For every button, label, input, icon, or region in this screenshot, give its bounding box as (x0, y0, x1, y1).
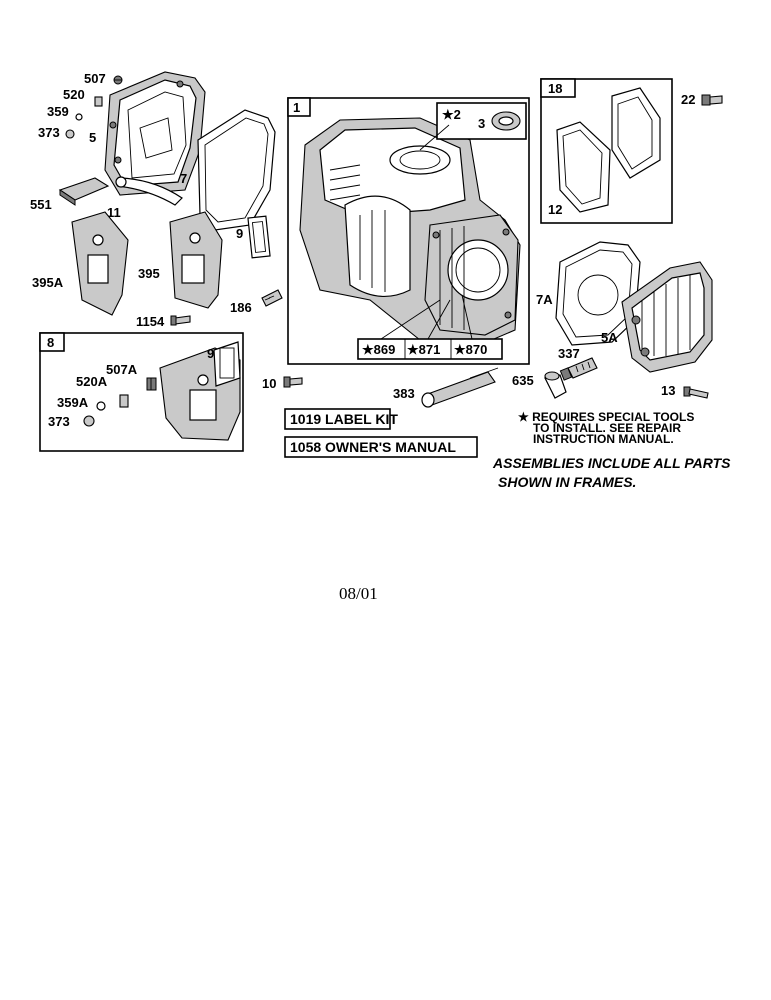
blower-housing-395a-drawing (71, 211, 129, 316)
callout-22: 22 (681, 92, 695, 107)
leader-870 (461, 294, 473, 340)
screw-1154-drawing (170, 315, 191, 326)
callout-5a: 5A (601, 330, 618, 345)
callout-520a: 520A (76, 374, 108, 389)
frame-1-cylinder-assembly (287, 97, 530, 365)
callout-870: ★870 (454, 342, 487, 357)
revision-date: 08/01 (339, 584, 378, 603)
callout-395a: 395A (32, 275, 64, 290)
screw-507-drawing (113, 75, 123, 85)
oil-seal-3-drawing (491, 111, 521, 131)
callout-373: 373 (38, 125, 60, 140)
callout-359: 359 (47, 104, 69, 119)
callout-13: 13 (661, 383, 675, 398)
fitting-186-drawing (261, 289, 283, 307)
callout-373-frame8: 373 (48, 414, 70, 429)
callout-186: 186 (230, 300, 252, 315)
assemblies-note-line1: ASSEMBLIES INCLUDE ALL PARTS (492, 455, 731, 471)
callout-11: 11 (107, 205, 121, 220)
crankcase-cover-drawing (104, 71, 206, 196)
frame-1-number: 1 (293, 100, 300, 115)
leader-2 (419, 124, 450, 151)
callout-337: 337 (558, 346, 580, 361)
assemblies-note-line2: SHOWN IN FRAMES. (498, 474, 636, 490)
callout-3: 3 (478, 116, 485, 131)
callout-507a: 507A (106, 362, 138, 377)
owners-manual: 1058 OWNER'S MANUAL (290, 439, 456, 455)
label-kit: 1019 LABEL KIT (290, 411, 398, 427)
washer-359-drawing (75, 113, 83, 121)
frame-18-gasket-set (540, 78, 673, 224)
callout-7a: 7A (536, 292, 553, 307)
nut-373-frame8-drawing (83, 415, 95, 427)
breather-cover-551-drawing (58, 177, 110, 206)
clip-520-drawing (94, 96, 103, 107)
frame-8-breather-assembly (39, 332, 244, 452)
breather-tube-11-drawing (115, 176, 183, 206)
gasket-9-drawing (247, 215, 271, 259)
callout-551: 551 (30, 197, 52, 212)
frame-18-tag (540, 78, 576, 98)
breather-assembly-drawing (159, 341, 241, 441)
callout-1154: 1154 (136, 314, 165, 329)
callout-9-frame8: 9 (207, 346, 214, 361)
frame-1-tag (287, 97, 311, 117)
callout-9-top: 9 (236, 226, 243, 241)
callout-12: 12 (548, 202, 562, 217)
callout-7: 7 (180, 171, 187, 186)
leader-869 (380, 299, 441, 340)
blower-housing-395-drawing (169, 211, 223, 309)
callout-869: ★869 (362, 342, 395, 357)
nut-373-drawing (65, 129, 75, 139)
callout-383: 383 (393, 386, 415, 401)
callout-520: 520 (63, 87, 85, 102)
callout-5: 5 (89, 130, 96, 145)
washer-359a-drawing (96, 401, 106, 411)
callout-359a: 359A (57, 395, 89, 410)
callout-10: 10 (262, 376, 276, 391)
valve-cover-gasket-drawing (611, 87, 661, 179)
special-tools-note-line2: TO INSTALL. SEE REPAIR (533, 421, 681, 435)
screw-22-drawing (701, 94, 723, 106)
callout-507: 507 (84, 71, 106, 86)
spark-plug-337-drawing (559, 357, 598, 381)
leader-871 (427, 299, 451, 340)
label-kit-box (284, 408, 391, 430)
frame-18-number: 18 (548, 81, 562, 96)
owners-manual-box (284, 436, 478, 458)
callout-635: 635 (512, 373, 534, 388)
gasket-7-drawing (197, 109, 276, 231)
callout-2: ★2 (442, 107, 461, 122)
frame-8-number: 8 (47, 335, 54, 350)
callout-395: 395 (138, 266, 160, 281)
cylinder-head-5a-drawing (621, 261, 713, 373)
special-tools-note-line1: ★ REQUIRES SPECIAL TOOLS (518, 410, 694, 424)
screw-13-drawing (683, 386, 709, 399)
cylinder-block-drawing (299, 117, 521, 346)
screw-10-drawing (283, 376, 303, 388)
callout-871: ★871 (407, 342, 440, 357)
frame-8-tag (39, 332, 65, 352)
screw-507a-drawing (146, 377, 157, 391)
special-tools-note-line3: INSTRUCTION MANUAL. (533, 432, 674, 446)
spark-plug-boot-635-drawing (544, 371, 567, 399)
gasket-12-drawing (556, 121, 611, 213)
gasket-callout-box (357, 338, 503, 360)
clip-520a-drawing (119, 394, 129, 408)
tool-383-drawing (421, 367, 499, 408)
